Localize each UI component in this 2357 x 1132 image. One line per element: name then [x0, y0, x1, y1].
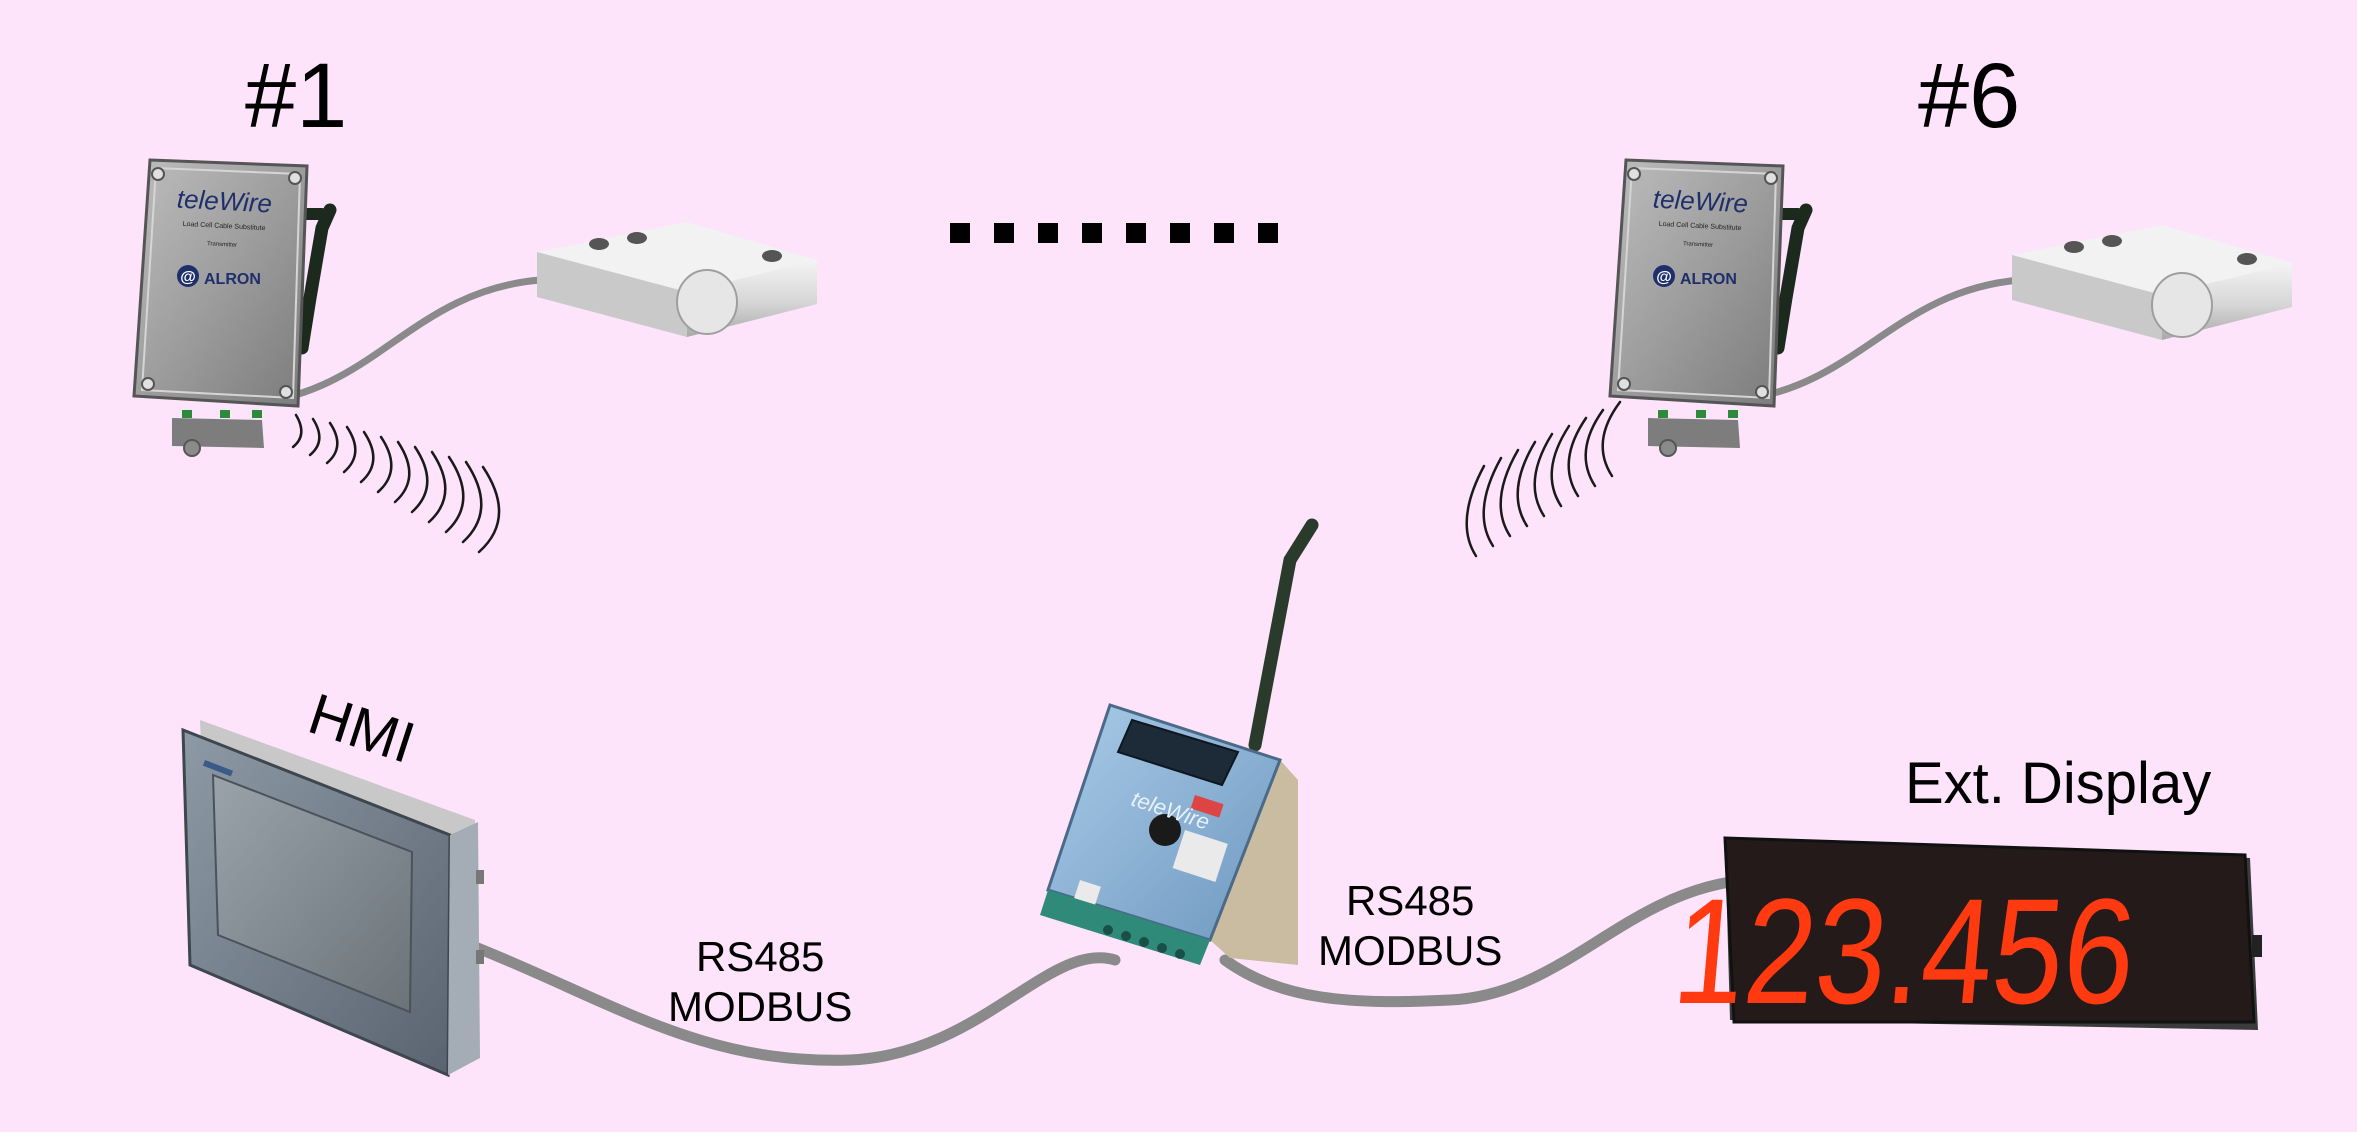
wireless-receiver-icon: teleWire [1040, 518, 1319, 965]
ellipsis-dot [1258, 223, 1278, 243]
transmitter-1: teleWire Load Cell Cable Substitute Tran… [132, 158, 337, 458]
cable-receiver-display [1219, 876, 1736, 1008]
transmitter-subtitle: Load Cell Cable Substitute [1659, 221, 1742, 232]
rotary-knob-icon [1149, 814, 1181, 846]
node-label-first: #1 [245, 45, 348, 147]
link-left-line1: RS485 [695, 933, 825, 980]
load-cell-6 [2011, 224, 2293, 341]
cable-tx6-loadcell [1748, 276, 2024, 402]
antenna [1771, 203, 1813, 355]
ext-display-label: Ext. Display [1905, 751, 2212, 816]
ellipsis-dot [994, 223, 1014, 243]
ellipsis-dot [1214, 223, 1234, 243]
alron-logo-icon [1653, 265, 1675, 287]
link-right-line1: RS485 [1345, 877, 1475, 924]
transmitter-type: Transmitter [1683, 241, 1713, 249]
load-cell-1 [536, 221, 818, 338]
ellipsis [950, 223, 1278, 243]
link-label-left: RS485 MODBUS [668, 932, 852, 1031]
ellipsis-dot [950, 223, 970, 243]
ellipsis-dot [1038, 223, 1058, 243]
radio-waves-icon [291, 413, 501, 554]
link-right-line2: MODBUS [1318, 926, 1503, 974]
ellipsis-dot [1126, 223, 1146, 243]
transmitter-brand: teleWire [1652, 184, 1749, 219]
maker-symbol: @ [1656, 269, 1672, 286]
node-label-last: #6 [1918, 45, 2021, 147]
hmi-panel-icon [181, 720, 484, 1078]
link-left-line2: MODBUS [668, 982, 853, 1030]
transmitter-6: teleWire Load Cell Cable Substitute Tran… [1608, 158, 1813, 458]
led-display-icon: 123.456 [1667, 836, 2262, 1035]
transmitter-maker: ALRON [204, 271, 261, 288]
cable-hmi-receiver [464, 939, 1121, 1066]
ellipsis-dot [1170, 223, 1190, 243]
ellipsis-dot [1082, 223, 1102, 243]
display-reading: 123.456 [1667, 867, 2142, 1035]
transmitter-subtitle: Load Cell Cable Substitute [183, 221, 266, 232]
transmitter-type: Transmitter [207, 241, 237, 249]
transmitter-brand: teleWire [176, 184, 273, 219]
antenna [1248, 518, 1319, 752]
radio-waves-icon [1465, 400, 1622, 558]
alron-logo-icon [177, 265, 199, 287]
link-label-right: RS485 MODBUS [1318, 876, 1502, 975]
maker-symbol: @ [180, 269, 196, 286]
antenna [295, 203, 337, 355]
cable-tx1-loadcell [271, 276, 544, 404]
transmitter-maker: ALRON [1680, 271, 1737, 288]
